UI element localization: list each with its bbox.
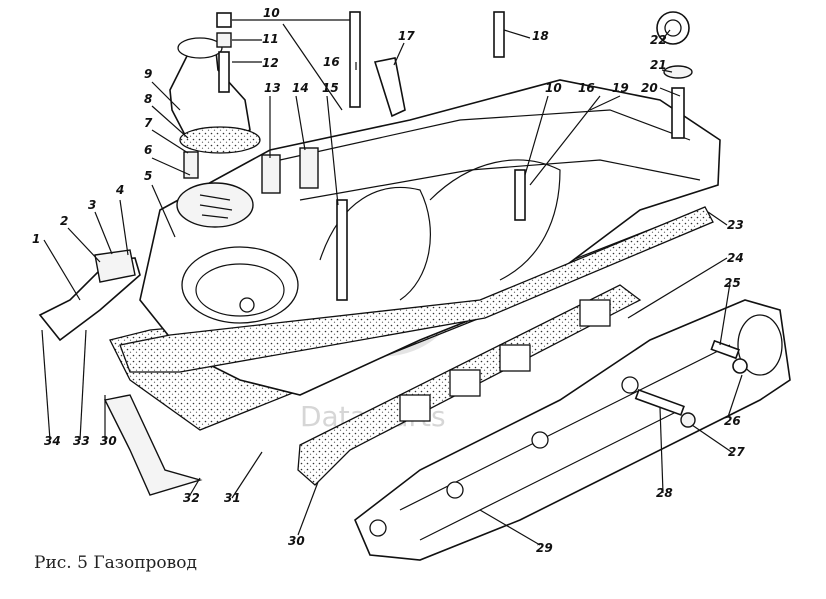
callout-15: 15 [322, 81, 339, 95]
manifold-gasket-23 [119, 206, 714, 373]
hose-clamp [94, 249, 136, 283]
gasket-port-2 [449, 369, 481, 397]
carburetor-opening [181, 246, 299, 324]
stud-boss-14 [299, 147, 319, 189]
stud-boss-13 [261, 154, 281, 194]
stud-28 [634, 389, 685, 416]
exhaust-bolt-hole-2 [446, 481, 464, 499]
manifold-top-ridge [279, 109, 701, 201]
callout-11: 11 [262, 32, 279, 46]
thermostat-housing-neck [177, 37, 223, 59]
washer-11 [216, 32, 232, 48]
callout-3: 3 [88, 198, 96, 212]
callout-30-left: 30 [100, 434, 117, 448]
callout-21: 21 [650, 58, 667, 72]
thermostat [176, 182, 254, 228]
thermostat-gasket [179, 126, 261, 154]
figure-caption: Рис. 5 Газопровод [34, 553, 197, 573]
callout-19: 19 [612, 81, 629, 95]
bolt-20 [671, 87, 685, 139]
gasket-port-1 [399, 394, 431, 422]
exhaust-manifold-ridge [399, 344, 731, 541]
exhaust-bolt-hole-3 [531, 431, 549, 449]
callout-7: 7 [144, 116, 153, 130]
stud-bolt-10 [349, 11, 361, 108]
callout-33: 33 [73, 434, 90, 448]
washer-27 [680, 412, 696, 428]
bolt-12 [218, 51, 230, 93]
callout-6: 6 [144, 143, 152, 157]
bracket-32 [103, 394, 203, 496]
callout-1: 1 [32, 232, 40, 246]
callout-labels: 1 2 3 4 5 6 7 8 9 10 10 11 12 13 14 15 1… [32, 6, 745, 555]
callout-24: 24 [727, 251, 744, 265]
callout-16-right: 16 [578, 81, 595, 95]
hose-fitting [373, 57, 406, 118]
callout-4: 4 [115, 183, 124, 197]
carburetor-opening-inner [195, 263, 285, 317]
callout-28: 28 [656, 486, 673, 500]
callout-16-left: 16 [323, 55, 340, 69]
callout-22: 22 [650, 33, 667, 47]
callout-34: 34 [44, 434, 61, 448]
leader-lines [41, 19, 743, 546]
exhaust-manifold [354, 299, 791, 561]
callout-17: 17 [398, 29, 415, 43]
washer-21 [663, 65, 693, 79]
exhaust-bolt-hole-4 [621, 376, 639, 394]
callout-31: 31 [224, 491, 241, 505]
callout-9: 9 [144, 67, 152, 81]
nut-26 [732, 358, 748, 374]
callout-29: 29 [536, 541, 553, 555]
callout-23: 23 [727, 218, 744, 232]
exhaust-bolt-hole-1 [369, 519, 387, 537]
opening-bolt-hole [239, 297, 255, 313]
callout-5: 5 [144, 169, 152, 183]
exhaust-outlet [737, 314, 783, 376]
stud-25 [710, 339, 740, 360]
hex-nut-10 [216, 12, 232, 28]
callout-10-top: 10 [263, 6, 280, 20]
callout-27: 27 [728, 445, 745, 459]
temperature-sensor [183, 151, 199, 179]
callout-10-right: 10 [545, 81, 562, 95]
thermostat-spring [199, 194, 233, 219]
callout-30-bottom: 30 [288, 534, 305, 548]
callout-8: 8 [144, 92, 152, 106]
gasket-port-4 [579, 299, 611, 327]
callout-20: 20 [641, 81, 658, 95]
callout-32: 32 [183, 491, 200, 505]
callout-14: 14 [292, 81, 309, 95]
gasket-port-3 [499, 344, 531, 372]
stud-bolt-16 [514, 169, 526, 221]
callout-26: 26 [724, 414, 741, 428]
callout-18: 18 [532, 29, 549, 43]
stud-18 [493, 11, 505, 58]
manifold-runner-right [429, 159, 561, 281]
callout-2: 2 [60, 214, 68, 228]
stud-bolt-left [336, 199, 348, 301]
callout-25: 25 [724, 276, 741, 290]
callout-13: 13 [264, 81, 281, 95]
callout-12: 12 [262, 56, 279, 70]
